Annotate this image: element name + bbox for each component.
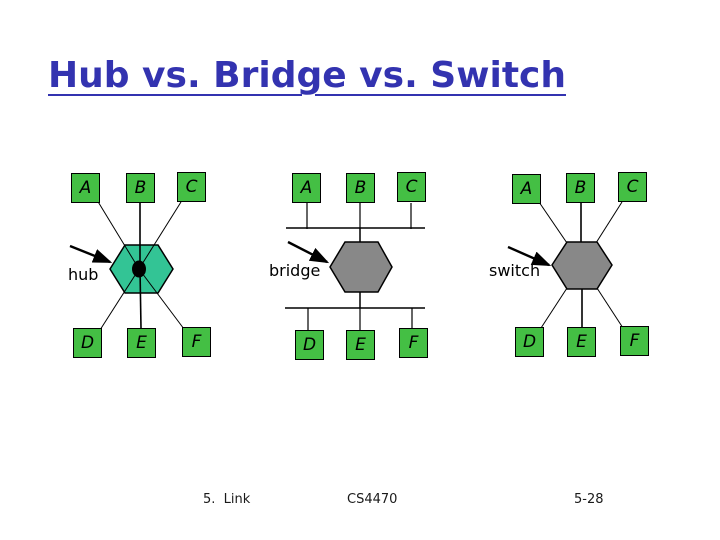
bridge-diagram-shapes [285, 203, 425, 331]
footer-section: 5. Link [203, 492, 251, 507]
bridge-hexagon [329, 241, 393, 293]
node-box-switch-c: C [618, 172, 647, 202]
page-title: Hub vs. Bridge vs. Switch [48, 55, 566, 96]
footer-course: CS4470 [347, 492, 398, 507]
hub-label: hub [68, 265, 99, 284]
node-box-switch-d: D [515, 327, 544, 357]
node-box-hub-c: C [177, 172, 206, 202]
node-box-switch-f: F [620, 326, 649, 356]
node-box-bridge-d: D [295, 330, 324, 360]
switch-diagram-shapes [507, 201, 624, 329]
node-box-switch-a: A [512, 174, 541, 204]
switch-pointer-arrow [507, 245, 552, 267]
node-box-bridge-c: C [397, 172, 426, 202]
bridge-pointer-arrow [287, 240, 330, 264]
node-box-bridge-e: E [346, 330, 375, 360]
node-box-hub-f: F [182, 327, 211, 357]
hub-link-line [99, 268, 140, 331]
node-box-hub-d: D [73, 328, 102, 358]
hub-pointer-arrow [69, 244, 113, 264]
hub-link-line [138, 201, 182, 270]
hub-link-line [138, 268, 185, 330]
switch-label: switch [489, 261, 541, 280]
footer-page: 5-28 [574, 492, 604, 507]
hub-diagram-shapes [69, 199, 185, 331]
node-box-bridge-b: B [346, 173, 375, 203]
node-box-hub-e: E [127, 328, 156, 358]
hub-link-line [139, 268, 142, 329]
node-box-bridge-a: A [292, 173, 321, 203]
node-box-hub-b: B [126, 173, 155, 203]
node-box-switch-b: B [566, 173, 595, 203]
switch-hexagon [551, 241, 613, 290]
node-box-bridge-f: F [399, 328, 428, 358]
hub-link-line [96, 199, 140, 270]
bridge-label: bridge [269, 261, 321, 280]
node-box-hub-a: A [71, 173, 100, 203]
node-box-switch-e: E [567, 327, 596, 357]
hub-center-dot [132, 260, 146, 278]
